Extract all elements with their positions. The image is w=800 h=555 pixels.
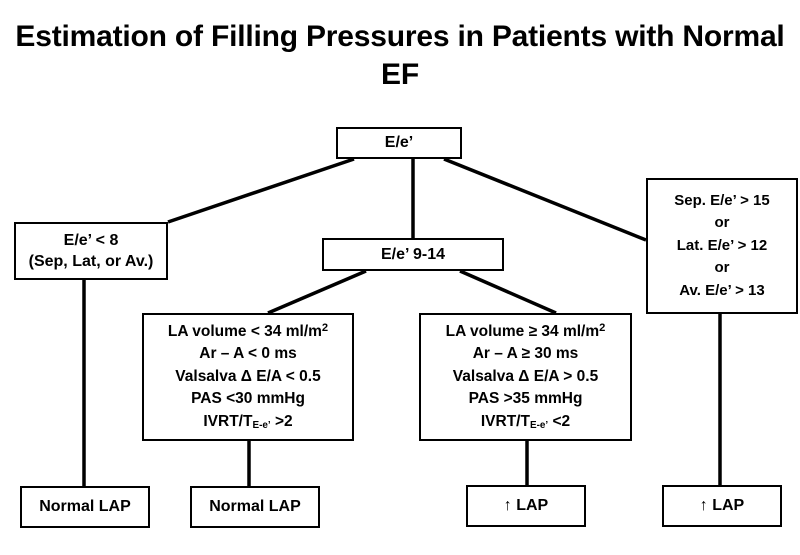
criteria-right-line-2: Ar – A ≥ 30 ms bbox=[472, 345, 579, 363]
edge-mid-to-criteria-left bbox=[267, 269, 367, 315]
node-high-line-4: or bbox=[714, 259, 730, 277]
criteria-left-line-2: Ar – A < 0 ms bbox=[199, 345, 297, 363]
node-criteria-left[interactable]: LA volume < 34 ml/m2 Ar – A < 0 ms Valsa… bbox=[142, 313, 354, 441]
node-low-line-2: (Sep, Lat, or Av.) bbox=[28, 253, 154, 270]
criteria-right-line-1-text: LA volume ≥ 34 ml/m bbox=[445, 322, 600, 340]
criteria-right-line-5: IVRT/TE-e’ <2 bbox=[481, 411, 570, 433]
node-high-line-5: Av. E/e’ > 13 bbox=[679, 281, 765, 299]
node-high-e-over-e-prime[interactable]: Sep. E/e’ > 15 or Lat. E/e’ > 12 or Av. … bbox=[646, 178, 798, 314]
criteria-right-line-5-subscript: E-e’ bbox=[529, 420, 549, 432]
node-root-label: E/e’ bbox=[384, 134, 414, 151]
node-high-line-2: or bbox=[714, 214, 730, 232]
outcome-1-label: Normal LAP bbox=[39, 498, 131, 515]
criteria-left-line-5: IVRT/TE-e’ >2 bbox=[203, 411, 292, 433]
criteria-left-line-1-superscript: 2 bbox=[321, 322, 329, 335]
node-low-line-1: E/e’ < 8 bbox=[63, 231, 119, 249]
node-high-line-3: Lat. E/e’ > 12 bbox=[676, 236, 768, 254]
criteria-right-line-1-superscript: 2 bbox=[599, 322, 606, 335]
criteria-left-line-5-subscript: E-e’ bbox=[252, 420, 271, 432]
node-mid-label: E/e’ 9-14 bbox=[380, 245, 446, 263]
outcome-3-label: LAP bbox=[516, 497, 549, 514]
criteria-right-line-1: LA volume ≥ 34 ml/m2 bbox=[446, 321, 606, 343]
title-line-2: Patients with Normal EF bbox=[381, 20, 785, 91]
edge-root-to-high bbox=[443, 157, 647, 242]
up-arrow-icon: ↑ bbox=[503, 497, 512, 514]
node-outcome-elevated-lap-2[interactable]: ↑ LAP bbox=[662, 485, 782, 527]
criteria-left-line-5-tail: >2 bbox=[270, 412, 293, 430]
node-high-line-1: Sep. E/e’ > 15 bbox=[674, 191, 770, 209]
node-outcome-normal-lap-1[interactable]: Normal LAP bbox=[20, 486, 150, 528]
criteria-left-line-1: LA volume < 34 ml/m2 bbox=[168, 321, 328, 343]
node-mid-e-over-e-prime[interactable]: E/e’ 9-14 bbox=[322, 238, 504, 271]
criteria-right-line-3: Valsalva Δ E/A > 0.5 bbox=[452, 367, 599, 385]
node-root-e-over-e-prime[interactable]: E/e’ bbox=[336, 127, 462, 159]
up-arrow-icon: ↑ bbox=[699, 497, 708, 514]
criteria-left-line-5-text: IVRT/T bbox=[203, 412, 253, 430]
criteria-left-line-4: PAS <30 mmHg bbox=[191, 390, 305, 408]
criteria-left-line-3: Valsalva Δ E/A < 0.5 bbox=[175, 367, 321, 385]
criteria-left-line-1-text: LA volume < 34 ml/m bbox=[167, 322, 322, 340]
edge-root-to-low bbox=[167, 157, 355, 224]
outcome-4-label: LAP bbox=[712, 497, 745, 514]
node-outcome-elevated-lap-1[interactable]: ↑ LAP bbox=[466, 485, 586, 527]
criteria-right-line-4: PAS >35 mmHg bbox=[468, 390, 583, 408]
page-title: Estimation of Filling Pressures in Patie… bbox=[0, 18, 800, 94]
title-line-1: Estimation of Filling Pressures in bbox=[15, 20, 484, 53]
edge-mid-to-criteria-right bbox=[459, 269, 557, 315]
criteria-right-line-5-tail: <2 bbox=[548, 412, 571, 430]
node-low-e-over-e-prime[interactable]: E/e’ < 8 (Sep, Lat, or Av.) bbox=[14, 222, 168, 280]
outcome-2-label: Normal LAP bbox=[209, 498, 301, 515]
node-criteria-right[interactable]: LA volume ≥ 34 ml/m2 Ar – A ≥ 30 ms Vals… bbox=[419, 313, 632, 441]
criteria-right-line-5-text: IVRT/T bbox=[480, 412, 530, 430]
node-outcome-normal-lap-2[interactable]: Normal LAP bbox=[190, 486, 320, 528]
